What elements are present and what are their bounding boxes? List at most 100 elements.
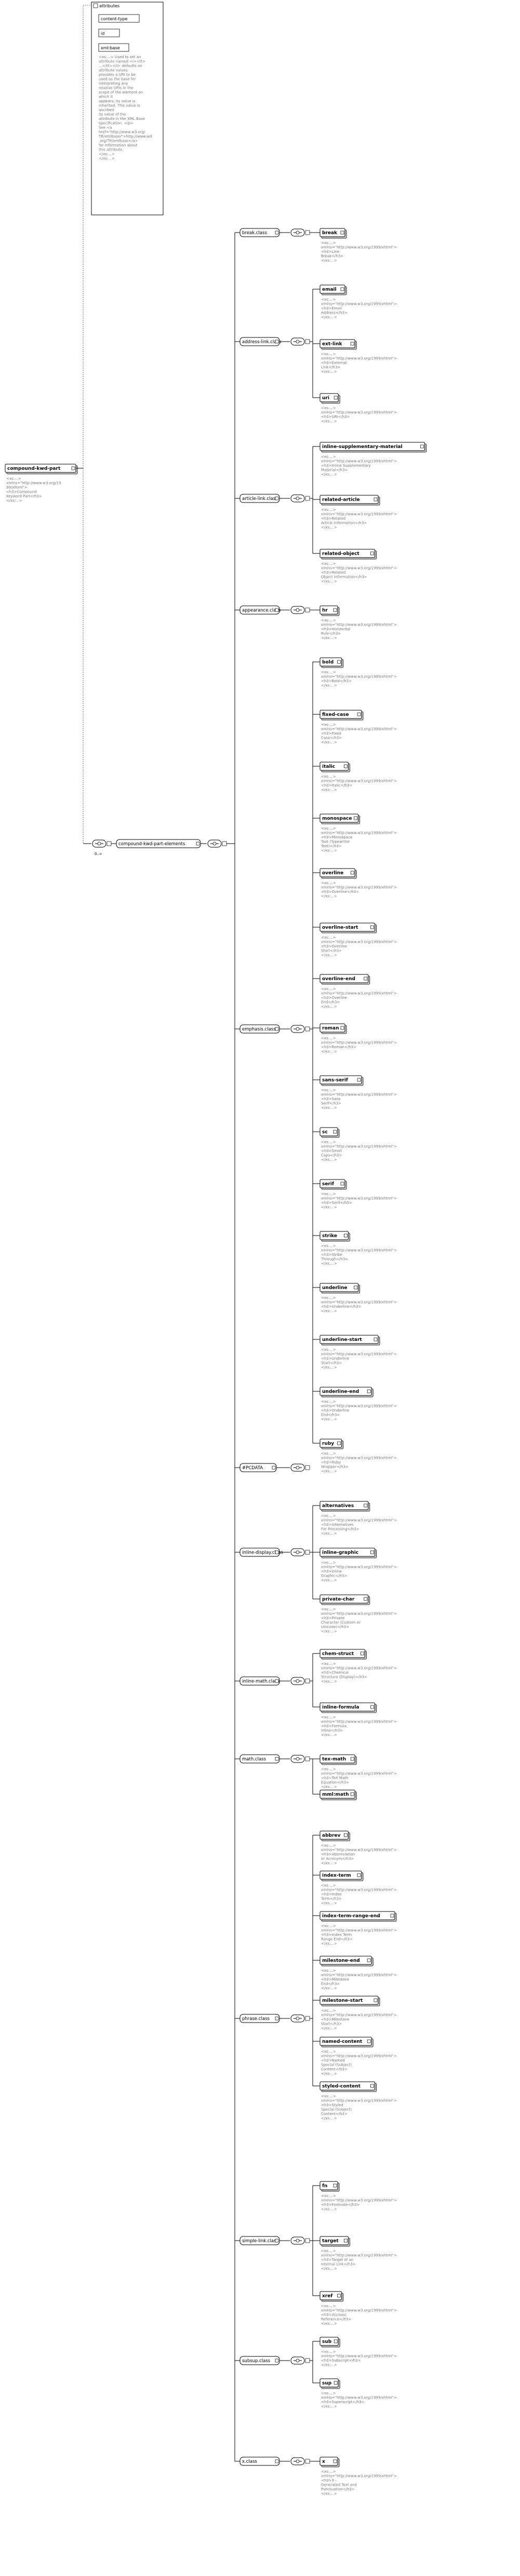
element-styled-content-box[interactable] xyxy=(319,2081,376,2091)
element-chem-struct-box[interactable] xyxy=(319,1649,365,1658)
expand-icon[interactable] xyxy=(71,466,75,470)
element-target-box[interactable] xyxy=(319,2236,349,2245)
element-overline-end-box[interactable] xyxy=(319,974,369,983)
expand-icon[interactable] xyxy=(275,1550,279,1554)
expand-icon[interactable] xyxy=(275,496,279,500)
expand-icon[interactable] xyxy=(340,1026,344,1030)
element-roman-box[interactable] xyxy=(319,1023,345,1033)
attribute-box[interactable] xyxy=(98,43,129,52)
element-x-box[interactable] xyxy=(319,2457,338,2466)
element-milestone-end-box[interactable] xyxy=(319,1956,372,1965)
collapse-icon[interactable] xyxy=(305,2016,310,2021)
expand-icon[interactable] xyxy=(364,977,368,981)
expand-icon[interactable] xyxy=(357,1078,361,1082)
expand-icon[interactable] xyxy=(275,340,279,344)
element-serif-box[interactable] xyxy=(319,1179,345,1188)
expand-icon[interactable] xyxy=(370,1705,374,1709)
expand-icon[interactable] xyxy=(344,1233,348,1238)
element-bold-box[interactable] xyxy=(319,657,342,667)
expand-icon[interactable] xyxy=(275,231,279,235)
expand-icon[interactable] xyxy=(370,551,374,555)
collapse-icon[interactable] xyxy=(305,1550,310,1555)
expand-icon[interactable] xyxy=(357,712,361,716)
element-monospace-box[interactable] xyxy=(319,814,359,823)
expand-icon[interactable] xyxy=(340,1182,344,1186)
element-sans-serif-box[interactable] xyxy=(319,1075,362,1084)
expand-icon[interactable] xyxy=(357,1873,361,1877)
attribute-box[interactable] xyxy=(98,14,140,23)
expand-icon[interactable] xyxy=(275,2358,279,2363)
expand-icon[interactable] xyxy=(390,1914,394,1918)
element-ext-link-box[interactable] xyxy=(319,339,355,348)
element-underline-end-box[interactable] xyxy=(319,1387,372,1396)
element-xref-box[interactable] xyxy=(319,2291,342,2300)
expand-icon[interactable] xyxy=(367,2039,371,2043)
element-named-content-box[interactable] xyxy=(319,2037,372,2046)
expand-icon[interactable] xyxy=(275,1679,279,1683)
expand-icon[interactable] xyxy=(361,1651,364,1656)
expand-icon[interactable] xyxy=(350,871,354,875)
attribute-box[interactable] xyxy=(98,29,120,37)
element-overline-start-box[interactable] xyxy=(319,923,376,932)
expand-icon[interactable] xyxy=(334,2381,338,2385)
expand-icon[interactable] xyxy=(272,1466,276,1470)
element-related-article-box[interactable] xyxy=(319,495,379,504)
element-inline-supplementary-material-box[interactable] xyxy=(319,442,425,451)
element-italic-box[interactable] xyxy=(319,762,349,771)
expand-icon[interactable] xyxy=(275,1757,279,1761)
expand-icon[interactable] xyxy=(334,396,338,400)
expand-icon[interactable] xyxy=(333,1130,337,1134)
expand-icon[interactable] xyxy=(337,2294,341,2298)
element-index-term-box[interactable] xyxy=(319,1870,362,1880)
expand-icon[interactable] xyxy=(374,1998,378,2002)
collapse-icon[interactable] xyxy=(305,1465,310,1470)
expand-icon[interactable] xyxy=(370,925,374,929)
element-private-char-box[interactable] xyxy=(319,1594,369,1604)
expand-icon[interactable] xyxy=(370,1550,374,1554)
element-inline-graphic-box[interactable] xyxy=(319,1548,376,1557)
element-sc-box[interactable] xyxy=(319,1127,338,1136)
collapse-icon[interactable] xyxy=(305,496,310,501)
element-fn-box[interactable] xyxy=(319,2181,338,2190)
expand-icon[interactable] xyxy=(196,842,200,846)
element-underline-box[interactable] xyxy=(319,1283,359,1292)
expand-icon[interactable] xyxy=(344,764,348,768)
element-milestone-start-box[interactable] xyxy=(319,1996,379,2005)
element-index-term-range-end-box[interactable] xyxy=(319,1911,395,1920)
expand-icon[interactable] xyxy=(340,231,344,235)
collapse-icon[interactable] xyxy=(305,1678,310,1684)
expand-icon[interactable] xyxy=(374,497,378,501)
element-inline-formula-box[interactable] xyxy=(319,1702,376,1712)
element-email-box[interactable] xyxy=(319,284,345,294)
expand-icon[interactable] xyxy=(344,1833,348,1837)
collapse-icon[interactable] xyxy=(305,1026,310,1032)
element-strike-box[interactable] xyxy=(319,1231,349,1240)
element-overline-box[interactable] xyxy=(319,868,355,877)
expand-icon[interactable] xyxy=(275,2239,279,2243)
expand-icon[interactable] xyxy=(354,816,357,820)
element-break-box[interactable] xyxy=(319,228,345,237)
expand-icon[interactable] xyxy=(344,2239,348,2243)
expand-icon[interactable] xyxy=(364,1597,368,1601)
element-mml-math-box[interactable] xyxy=(319,1789,355,1799)
expand-icon[interactable] xyxy=(333,2459,337,2463)
expand-icon[interactable] xyxy=(275,2016,279,2021)
expand-icon[interactable] xyxy=(374,1337,378,1341)
element-underline-start-box[interactable] xyxy=(319,1335,379,1344)
expand-icon[interactable] xyxy=(337,1441,341,1445)
expand-icon[interactable] xyxy=(333,2184,337,2188)
collapse-icon[interactable] xyxy=(305,339,310,344)
collapse-icon[interactable] xyxy=(305,2238,310,2243)
expand-icon[interactable] xyxy=(420,444,424,449)
expand-icon[interactable] xyxy=(340,287,344,291)
element-uri-box[interactable] xyxy=(319,393,339,402)
element-abbrev-box[interactable] xyxy=(319,1831,349,1840)
element-sub-box[interactable] xyxy=(319,2337,339,2346)
expand-icon[interactable] xyxy=(275,1027,279,1031)
collapse-icon[interactable] xyxy=(222,841,227,846)
expand-icon[interactable] xyxy=(275,608,279,612)
expand-icon[interactable] xyxy=(275,2459,279,2463)
collapse-icon[interactable] xyxy=(106,841,112,846)
expand-icon[interactable] xyxy=(350,1792,354,1796)
expand-icon[interactable] xyxy=(334,2339,338,2343)
